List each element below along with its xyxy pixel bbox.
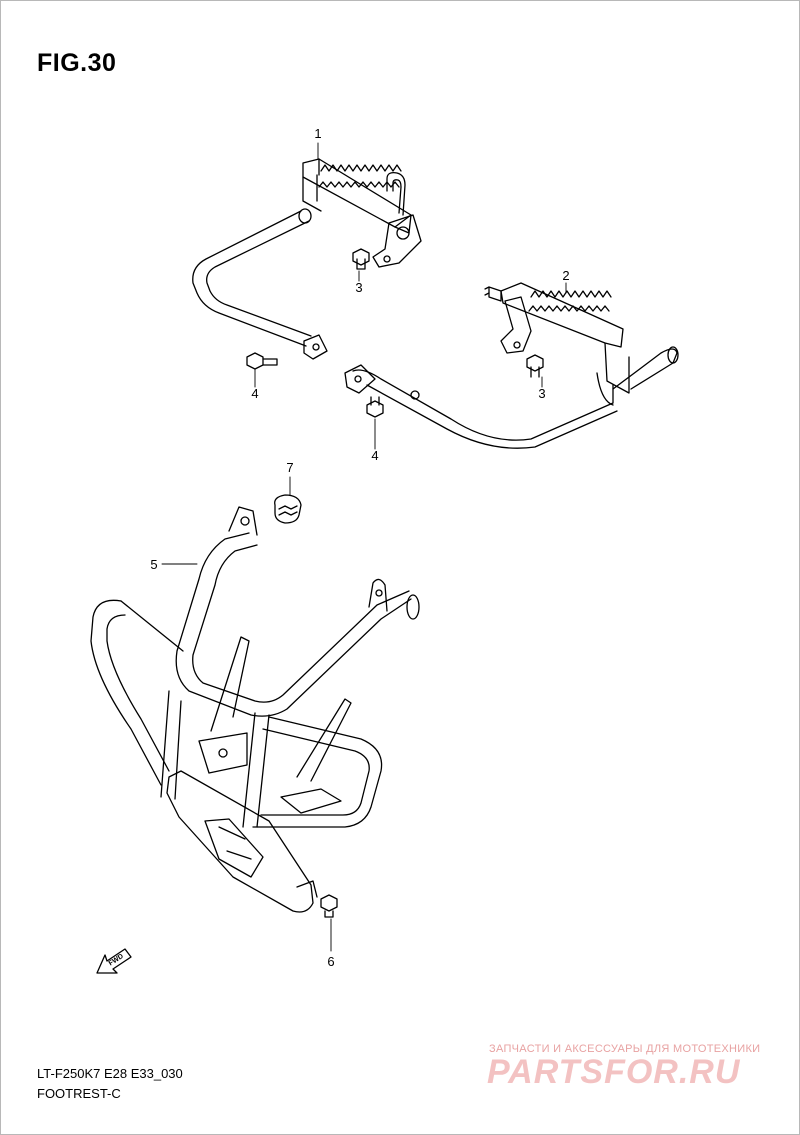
section-name: FOOTREST-C — [37, 1086, 121, 1101]
callout-2: 2 — [562, 268, 570, 283]
callout-1: 1 — [314, 126, 322, 141]
fwd-arrow-shape — [96, 948, 132, 974]
callout-7: 7 — [286, 460, 294, 475]
callout-6: 6 — [327, 954, 335, 969]
footrest-left-drawing — [344, 282, 679, 449]
bolt-drawings — [246, 248, 544, 918]
callout-3-upper: 3 — [355, 280, 363, 295]
callout-5: 5 — [150, 557, 158, 572]
callout-3-right: 3 — [538, 386, 546, 401]
watermark-logo: PARTSFOR.RU — [487, 1053, 741, 1091]
callout-4-right: 4 — [371, 448, 379, 463]
watermark-tagline: ЗАПЧАСТИ И АКСЕССУАРЫ ДЛЯ МОТОТЕХНИКИ — [489, 1043, 761, 1055]
figure-title: FIG.30 — [37, 49, 117, 77]
front-guard-drawing — [90, 506, 420, 913]
model-code: LT-F250K7 E28 E33_030 — [37, 1066, 183, 1081]
callout-4-left: 4 — [251, 386, 259, 401]
cap-drawing — [274, 494, 302, 524]
footrest-right-drawing — [192, 158, 422, 360]
leader-lines — [161, 142, 567, 952]
